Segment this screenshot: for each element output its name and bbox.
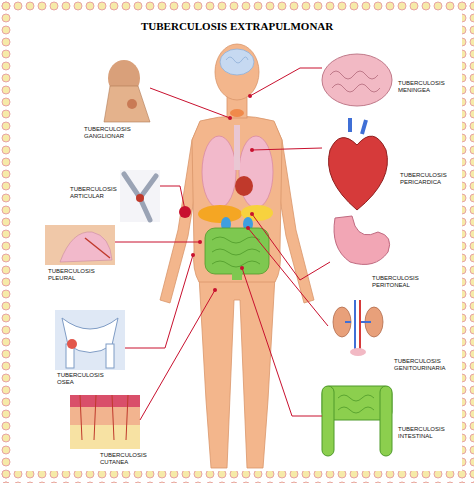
organ-label: TUBERCULOSIS PLEURAL [48, 268, 100, 281]
organ-label: TUBERCULOSIS OSEA [57, 372, 109, 385]
organ-label: TUBERCULOSIS ARTICULAR [70, 186, 118, 199]
organ-label: TUBERCULOSIS INTESTINAL [398, 426, 456, 439]
diagram-title: TUBERCULOSIS EXTRAPULMONAR [141, 20, 333, 32]
organ-label: TUBERCULOSIS PERICARDICA [400, 172, 458, 185]
organ-label: TUBERCULOSIS GENITOURINARIA [394, 358, 458, 371]
organ-label: TUBERCULOSIS PERITONEAL [372, 275, 432, 288]
organ-label: TUBERCULOSIS CUTANEA [100, 452, 152, 465]
organ-label: TUBERCULOSIS MENINGEA [398, 80, 454, 93]
organ-label: TUBERCULOSIS GANGLIONAR [84, 126, 136, 139]
